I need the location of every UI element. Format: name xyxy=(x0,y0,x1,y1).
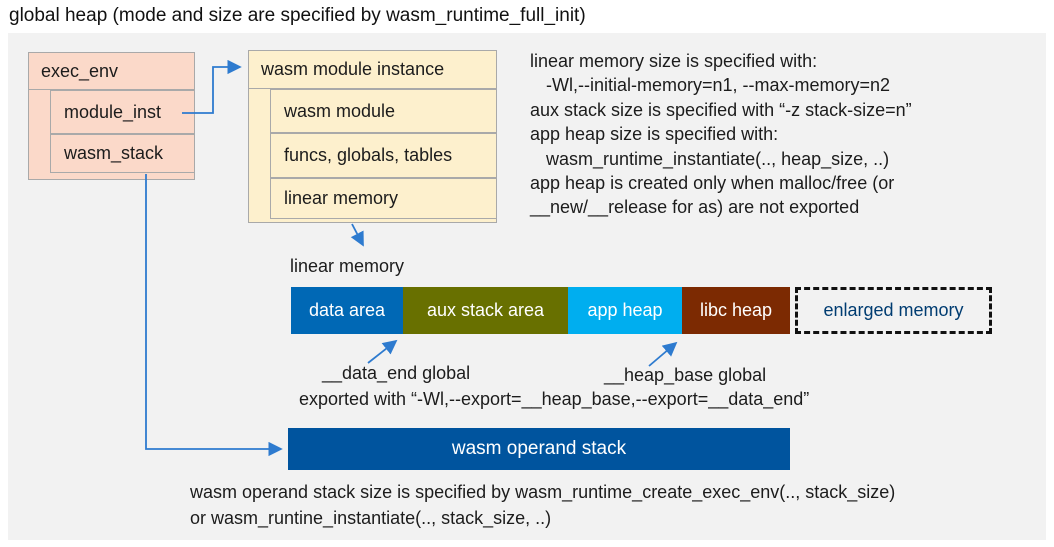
module-instance-header: wasm module instance xyxy=(249,51,496,89)
wasm-module-label: wasm module xyxy=(284,100,396,121)
note-line: -Wl,--initial-memory=n1, --max-memory=n2 xyxy=(546,75,891,96)
module-instance-box: wasm module instance wasm module funcs, … xyxy=(248,50,497,223)
wasm-module-box: wasm module xyxy=(270,89,497,133)
segment-enlarged-memory: enlarged memory xyxy=(795,287,992,334)
exec-env-label: exec_env xyxy=(41,60,119,81)
wasm-operand-stack-label: wasm operand stack xyxy=(451,438,627,459)
funcs-globals-tables-label: funcs, globals, tables xyxy=(284,145,453,165)
note-line: app heap is created only when malloc/fre… xyxy=(530,173,895,194)
heap-base-global-label: __heap_base global xyxy=(604,365,767,385)
note-line: wasm_runtime_instantiate(.., heap_size, … xyxy=(546,148,890,169)
module-inst-box: module_inst xyxy=(50,90,195,134)
note-line: linear memory size is specified with: xyxy=(530,51,818,71)
segment-aux-stack-label: aux stack area xyxy=(426,300,545,320)
linear-memory-row-label: linear memory xyxy=(284,188,399,208)
linear-memory-box: linear memory xyxy=(270,178,497,219)
segment-app-heap-label: app heap xyxy=(587,300,663,320)
exec-env-box: exec_env module_inst wasm_stack xyxy=(28,52,195,180)
note-line: app heap size is specified with: xyxy=(530,124,779,145)
funcs-globals-tables-box: funcs, globals, tables xyxy=(270,133,497,178)
segment-data-area: data area xyxy=(291,287,403,334)
wasm-operand-stack-bar: wasm operand stack xyxy=(288,428,790,470)
segment-app-heap: app heap xyxy=(568,287,682,334)
segment-libc-heap-label: libc heap xyxy=(699,300,773,320)
note-line: __new/__release for as) are not exported xyxy=(530,197,860,218)
module-instance-label: wasm module instance xyxy=(261,59,445,79)
module-inst-label: module_inst xyxy=(64,101,162,122)
diagram-title: global heap (mode and size are specified… xyxy=(9,5,586,26)
segment-enlarged-memory-label: enlarged memory xyxy=(823,300,964,320)
data-end-global-label: __data_end global xyxy=(322,363,471,383)
linear-memory-label: linear memory xyxy=(290,256,405,276)
operand-stack-note-line1: wasm operand stack size is specified by … xyxy=(190,482,896,502)
operand-stack-notes: wasm operand stack size is specified by … xyxy=(190,479,895,531)
segment-data-area-label: data area xyxy=(308,300,386,320)
segment-aux-stack-area: aux stack area xyxy=(403,287,568,334)
operand-stack-note-line2: or wasm_runtine_instantiate(.., stack_si… xyxy=(190,508,552,528)
memory-size-notes: linear memory size is specified with: -W… xyxy=(530,49,1042,220)
wasm-stack-box: wasm_stack xyxy=(50,134,195,173)
exec-env-header: exec_env xyxy=(29,53,194,90)
linear-memory-bar: data area aux stack area app heap libc h… xyxy=(291,287,992,334)
wasm-stack-label: wasm_stack xyxy=(64,143,164,163)
note-line: aux stack size is specified with “-z sta… xyxy=(530,99,912,120)
exported-with-label: exported with “-Wl,--export=__heap_base,… xyxy=(299,389,810,409)
segment-libc-heap: libc heap xyxy=(682,287,790,334)
